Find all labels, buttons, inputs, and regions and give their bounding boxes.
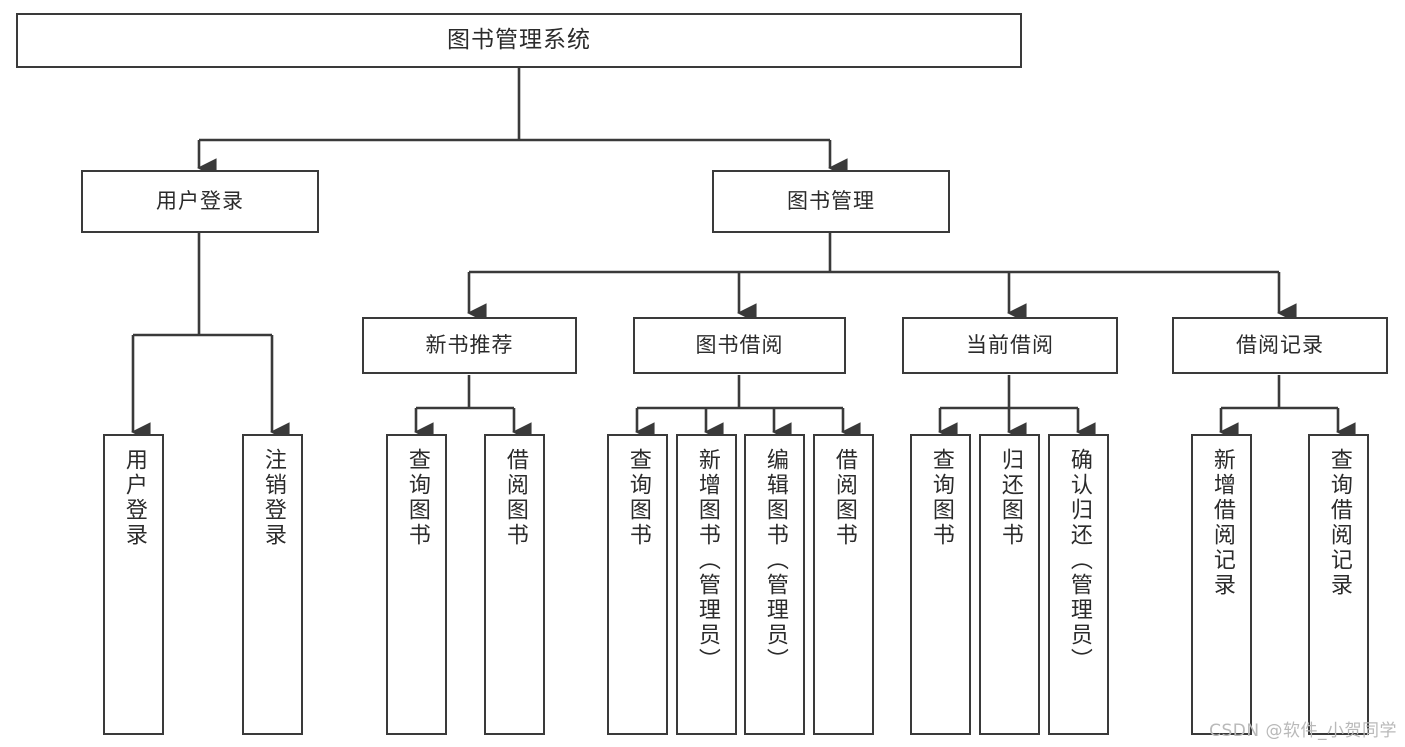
node-leaf-borrow-book-2-label: 借阅图书 xyxy=(831,448,857,548)
node-leaf-query-book-1-label: 查询图书 xyxy=(404,448,430,548)
node-leaf-borrow-book-1-label: 借阅图书 xyxy=(502,448,528,548)
node-leaf-query-book-3-label: 查询图书 xyxy=(928,448,954,548)
node-book-borrow[interactable]: 图书借阅 xyxy=(633,317,846,374)
node-user-login[interactable]: 用户登录 xyxy=(81,170,319,233)
node-current-borrow[interactable]: 当前借阅 xyxy=(902,317,1118,374)
node-leaf-logout-login-label: 注销登录 xyxy=(260,448,286,548)
node-borrow-record-label: 借阅记录 xyxy=(1236,333,1324,358)
node-leaf-user-login[interactable]: 用户登录 xyxy=(103,434,164,735)
node-leaf-confirm-return[interactable]: 确认归还（管理员） xyxy=(1048,434,1109,735)
node-leaf-add-book[interactable]: 新增图书（管理员） xyxy=(676,434,737,735)
node-leaf-edit-book[interactable]: 编辑图书（管理员） xyxy=(744,434,805,735)
node-new-book-recommend[interactable]: 新书推荐 xyxy=(362,317,577,374)
node-leaf-borrow-book-2[interactable]: 借阅图书 xyxy=(813,434,874,735)
node-leaf-query-record-label: 查询借阅记录 xyxy=(1326,448,1352,598)
node-new-book-recommend-label: 新书推荐 xyxy=(425,333,514,358)
node-leaf-query-book-2[interactable]: 查询图书 xyxy=(607,434,668,735)
node-current-borrow-label: 当前借阅 xyxy=(966,333,1054,358)
node-leaf-add-record[interactable]: 新增借阅记录 xyxy=(1191,434,1252,735)
node-leaf-query-book-3[interactable]: 查询图书 xyxy=(910,434,971,735)
csdn-watermark: CSDN @软件_小贺同学 xyxy=(1209,721,1397,741)
node-leaf-add-record-label: 新增借阅记录 xyxy=(1209,448,1235,598)
node-leaf-user-login-label: 用户登录 xyxy=(121,448,147,548)
node-book-manage-label: 图书管理 xyxy=(787,189,875,214)
node-leaf-edit-book-label: 编辑图书（管理员） xyxy=(762,448,788,673)
node-leaf-query-book-2-label: 查询图书 xyxy=(625,448,651,548)
node-leaf-logout-login[interactable]: 注销登录 xyxy=(242,434,303,735)
node-leaf-borrow-book-1[interactable]: 借阅图书 xyxy=(484,434,545,735)
node-leaf-return-book-label: 归还图书 xyxy=(997,448,1023,548)
node-leaf-add-book-label: 新增图书（管理员） xyxy=(694,448,720,673)
node-leaf-return-book[interactable]: 归还图书 xyxy=(979,434,1040,735)
node-leaf-query-record[interactable]: 查询借阅记录 xyxy=(1308,434,1369,735)
node-book-manage[interactable]: 图书管理 xyxy=(712,170,950,233)
node-borrow-record[interactable]: 借阅记录 xyxy=(1172,317,1388,374)
node-root-label: 图书管理系统 xyxy=(447,27,591,54)
node-user-login-label: 用户登录 xyxy=(156,189,244,214)
node-leaf-confirm-return-label: 确认归还（管理员） xyxy=(1066,448,1092,673)
node-root[interactable]: 图书管理系统 xyxy=(16,13,1022,68)
node-book-borrow-label: 图书借阅 xyxy=(695,333,784,358)
node-leaf-query-book-1[interactable]: 查询图书 xyxy=(386,434,447,735)
